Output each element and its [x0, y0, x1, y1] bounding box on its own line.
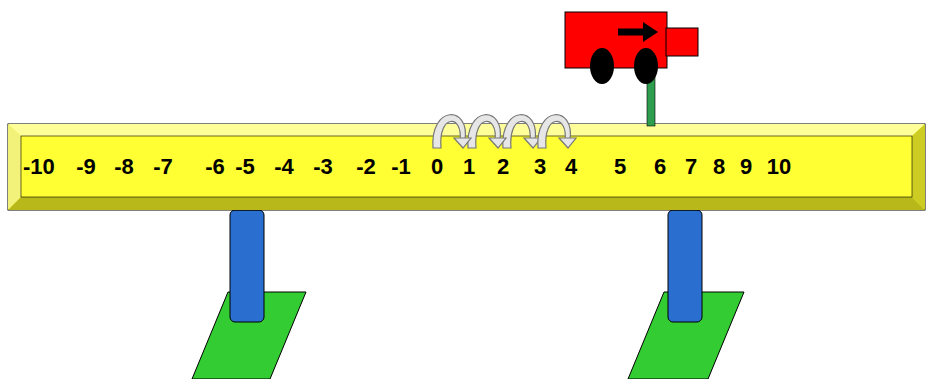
support-post [230, 210, 264, 322]
number-line-beam: -10-9-8-7-6-5-4-3-2-1012345678910 [21, 136, 912, 197]
number-label: 3 [534, 154, 546, 180]
number-label: -4 [274, 154, 294, 180]
beam-bevel [8, 197, 925, 210]
number-label: -9 [76, 154, 96, 180]
number-label: -8 [114, 154, 134, 180]
number-label: 7 [685, 154, 697, 180]
number-label: 9 [740, 154, 752, 180]
support-post [668, 210, 702, 322]
number-label: -2 [356, 154, 376, 180]
number-label: 2 [497, 154, 509, 180]
hop-arrows [433, 115, 576, 148]
beam-bevel [8, 124, 925, 136]
number-label: 10 [767, 154, 791, 180]
beam-frame [8, 124, 925, 210]
number-label: 5 [614, 154, 626, 180]
truck-wheel [634, 48, 658, 84]
number-label: 6 [654, 154, 666, 180]
number-label: 0 [431, 154, 443, 180]
number-label: -5 [235, 154, 255, 180]
beam-bevel [912, 124, 925, 210]
number-label: -10 [23, 154, 55, 180]
number-label: -1 [391, 154, 411, 180]
truck-wheel [590, 48, 614, 84]
direction-arrow [618, 29, 645, 36]
number-label: 4 [565, 154, 577, 180]
beam-face [21, 136, 912, 197]
truck-cab [666, 28, 698, 56]
number-label: 8 [713, 154, 725, 180]
number-label: -7 [153, 154, 173, 180]
number-label: -3 [313, 154, 333, 180]
direction-arrow [643, 22, 658, 42]
beam-bevel [8, 124, 21, 210]
number-label: 1 [463, 154, 475, 180]
number-label: -6 [205, 154, 225, 180]
